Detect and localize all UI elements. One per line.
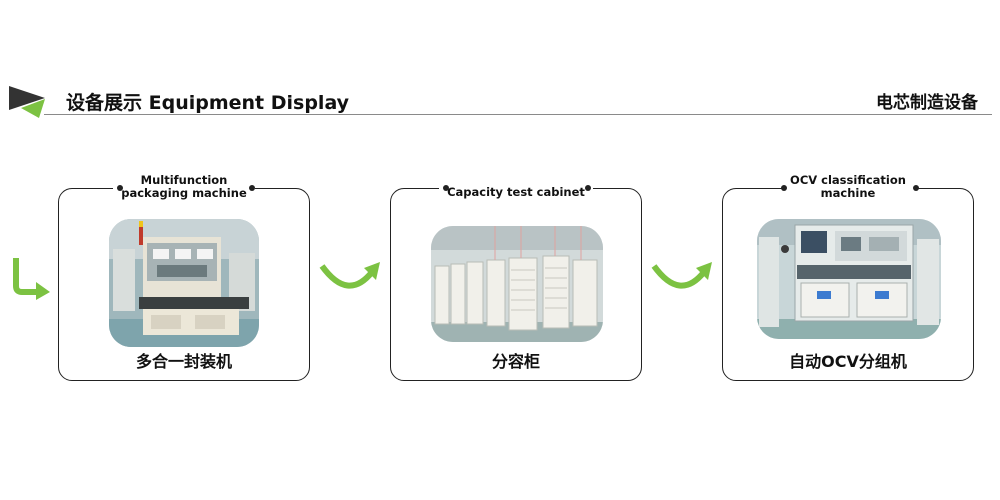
label-dot xyxy=(585,185,591,191)
card-label-en: Multifunction packaging machine xyxy=(113,174,255,200)
equipment-card-ocv: OCV classification machine 自动OCV分组机 xyxy=(722,174,974,381)
flow-arrow-icon xyxy=(319,262,380,289)
card-caption: 多合一封装机 xyxy=(135,352,232,371)
card-label-en: OCV classification machine xyxy=(782,174,914,200)
label-dot xyxy=(913,185,919,191)
page-header: 设备展示 Equipment Display 电芯制造设备 xyxy=(0,82,1000,122)
label-dot xyxy=(443,185,449,191)
equipment-photo xyxy=(109,219,259,347)
equipment-photo xyxy=(757,219,941,339)
label-dot xyxy=(117,185,123,191)
equipment-card-packaging: Multifunction packaging machine 多合一封装机 xyxy=(58,174,310,381)
card-label-en: Capacity test cabinet xyxy=(439,186,593,199)
label-dot xyxy=(249,185,255,191)
equipment-photo xyxy=(431,226,603,342)
entry-arrow-icon xyxy=(13,258,50,300)
label-dot xyxy=(781,185,787,191)
card-caption: 自动OCV分组机 xyxy=(789,352,907,371)
page-title: 设备展示 Equipment Display xyxy=(66,92,350,114)
header-divider xyxy=(44,114,992,115)
equipment-card-capacity: Capacity test cabinet xyxy=(390,185,642,381)
page-subtitle: 电芯制造设备 xyxy=(876,93,978,113)
card-caption: 分容柜 xyxy=(491,352,540,371)
flow-arrow-icon xyxy=(651,262,712,289)
logo-triangle-icon xyxy=(9,86,45,118)
